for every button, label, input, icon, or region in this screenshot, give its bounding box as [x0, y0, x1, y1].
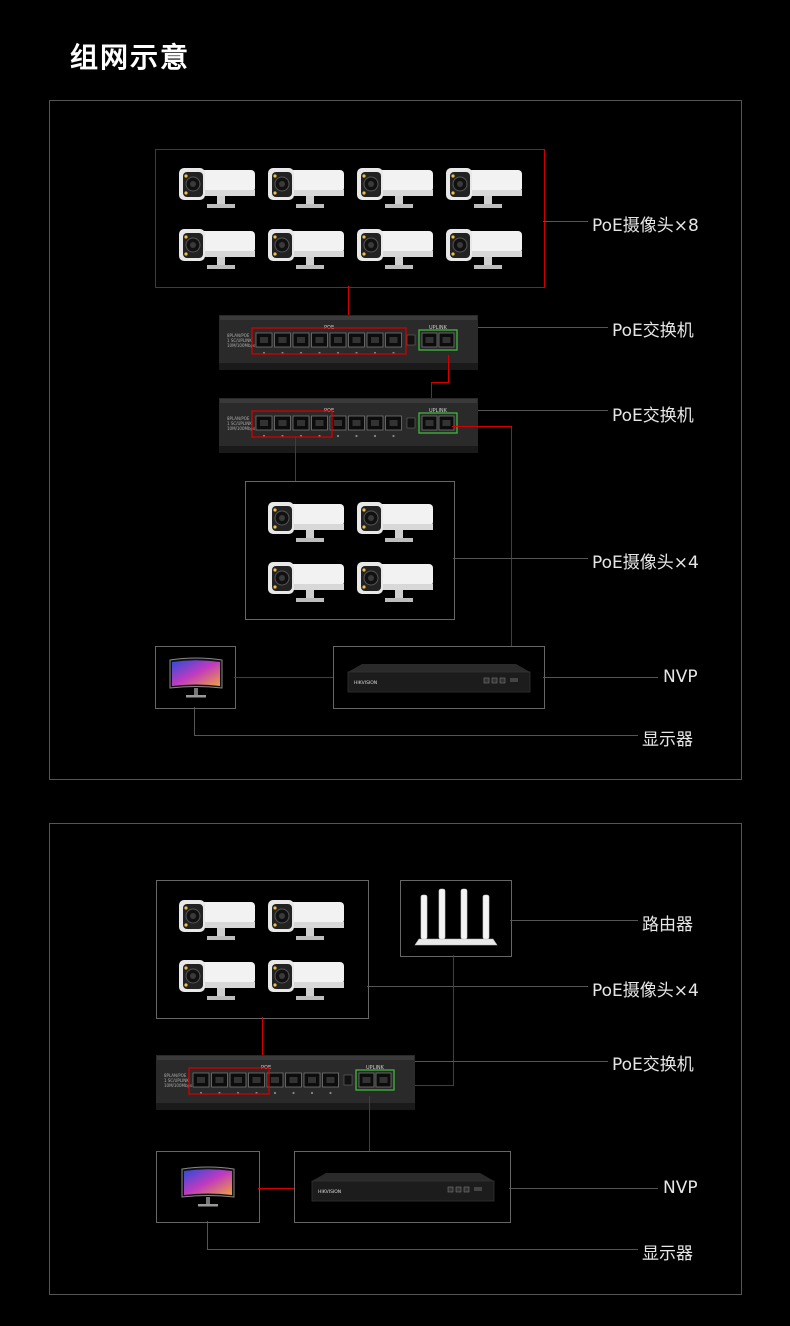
- leader-line: [478, 410, 608, 411]
- nvp-recorder-icon: HIKVISION: [308, 1167, 498, 1211]
- bullet-camera-icon: [265, 166, 347, 214]
- svg-text:8PLAN/POE: 8PLAN/POE: [164, 1073, 187, 1078]
- poe-switch: 8PLAN/POE 1 SC/UPLINK 10M/100Mbps POE UP…: [156, 1054, 415, 1111]
- link-uplink-a-h: [431, 382, 449, 383]
- label-cameras-4-b: PoE摄像头×4: [592, 981, 699, 1001]
- poe-switch-b: 8PLAN/POE 1 SC/UPLINK 10M/100Mbps POE UP…: [219, 398, 478, 453]
- link-switch-cameras4: [295, 437, 296, 482]
- leader-line: [478, 327, 608, 328]
- bullet-camera-icon: [176, 898, 258, 946]
- camera-group-8: [155, 149, 545, 288]
- bullet-camera-icon: [176, 166, 258, 214]
- leader-line: [543, 677, 658, 678]
- page-title: 组网示意: [70, 41, 191, 74]
- diagram-panel-1: [49, 100, 742, 780]
- bullet-camera-icon: [265, 560, 347, 608]
- link-uplink-a: [448, 355, 449, 382]
- bullet-camera-icon: [443, 166, 525, 214]
- label-nvp-b: NVP: [663, 1178, 698, 1198]
- monitor-icon: [176, 1163, 240, 1215]
- link-cameras-switch: [348, 286, 349, 316]
- bullet-camera-icon: [354, 166, 436, 214]
- leader-line: [415, 1061, 608, 1062]
- bullet-camera-icon: [354, 227, 436, 275]
- camera-group-4: [245, 481, 455, 620]
- svg-text:10M/100Mbps: 10M/100Mbps: [227, 426, 255, 431]
- link-router-switch-h: [386, 1085, 454, 1086]
- label-cameras-8: PoE摄像头×8: [592, 216, 699, 236]
- link-nvp-monitor: [258, 1188, 294, 1189]
- svg-text:10M/100Mbps: 10M/100Mbps: [164, 1083, 192, 1088]
- bullet-camera-icon: [443, 227, 525, 275]
- nvp-recorder-icon: HIKVISION: [344, 658, 534, 702]
- label-switch: PoE交换机: [612, 1055, 694, 1075]
- bullet-camera-icon: [176, 227, 258, 275]
- leader-line: [194, 735, 638, 736]
- monitor-box: [155, 646, 236, 709]
- bullet-camera-icon: [176, 958, 258, 1006]
- leader-line: [207, 1249, 638, 1250]
- camera-group-4: [156, 880, 369, 1019]
- svg-text:8PLAN/POE: 8PLAN/POE: [227, 333, 250, 338]
- label-monitor: 显示器: [642, 730, 693, 750]
- label-router: 路由器: [642, 915, 693, 935]
- leader-line: [367, 986, 588, 987]
- leader-line: [510, 920, 638, 921]
- nvp-box: HIKVISION: [294, 1151, 511, 1223]
- link-switch-nvp: [369, 1096, 370, 1151]
- monitor-box: [156, 1151, 260, 1223]
- router-box: [400, 880, 512, 957]
- link-router-switch-v: [453, 955, 454, 1085]
- svg-text:UPLINK: UPLINK: [429, 325, 448, 331]
- label-cameras-4: PoE摄像头×4: [592, 553, 699, 573]
- label-monitor-b: 显示器: [642, 1244, 693, 1264]
- svg-text:1 SC/UPLINK: 1 SC/UPLINK: [164, 1078, 189, 1083]
- leader-line: [453, 558, 588, 559]
- svg-text:1 SC/UPLINK: 1 SC/UPLINK: [227, 421, 252, 426]
- monitor-icon: [164, 654, 228, 706]
- svg-text:UPLINK: UPLINK: [366, 1065, 385, 1071]
- wifi-router-icon: [413, 887, 499, 953]
- bullet-camera-icon: [265, 898, 347, 946]
- leader-line: [543, 221, 588, 222]
- bullet-camera-icon: [265, 227, 347, 275]
- poe-switch-a: 8PLAN/POE 1 SC/UPLINK 10M/100Mbps POE UP…: [219, 315, 478, 370]
- link-switch-nvp-h: [452, 426, 511, 427]
- link-cameras-switch: [262, 1017, 263, 1074]
- nvp-box: HIKVISION: [333, 646, 545, 709]
- leader-line: [509, 1188, 658, 1189]
- svg-text:8PLAN/POE: 8PLAN/POE: [227, 416, 250, 421]
- svg-text:1 SC/UPLINK: 1 SC/UPLINK: [227, 338, 252, 343]
- bullet-camera-icon: [265, 500, 347, 548]
- svg-text:HIKVISION: HIKVISION: [354, 680, 377, 686]
- svg-text:UPLINK: UPLINK: [429, 408, 448, 414]
- diagram-panel-2: [49, 823, 742, 1295]
- leader-line: [207, 1221, 208, 1249]
- bullet-camera-icon: [265, 958, 347, 1006]
- leader-line: [194, 707, 195, 735]
- link-nvp-monitor: [234, 677, 333, 678]
- label-nvp: NVP: [663, 667, 698, 687]
- link-switch-nvp-v: [511, 426, 512, 647]
- bullet-camera-icon: [354, 500, 436, 548]
- label-switch-b: PoE交换机: [612, 406, 694, 426]
- label-switch-a: PoE交换机: [612, 321, 694, 341]
- bullet-camera-icon: [354, 560, 436, 608]
- svg-text:HIKVISION: HIKVISION: [318, 1189, 341, 1195]
- svg-text:10M/100Mbps: 10M/100Mbps: [227, 343, 255, 348]
